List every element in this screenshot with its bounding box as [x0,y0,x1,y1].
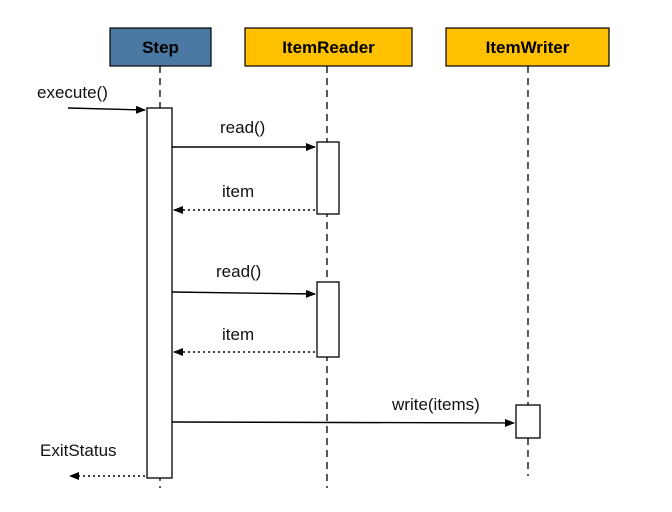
message-read-2-label: read() [216,262,261,281]
participant-itemwriter-box [445,27,610,67]
message-write-arrow [171,418,515,427]
message-exitstatus: ExitStatus [40,441,145,480]
message-item-2-label: item [222,325,254,344]
message-read-1: read() [172,118,316,151]
participant-itemwriter: ItemWriter [445,27,610,67]
participant-itemreader-label: ItemReader [282,38,375,57]
message-item-2: item [173,325,315,356]
step-activation-bar [146,107,173,479]
message-write: write(items) [171,395,515,427]
message-exitstatus-label: ExitStatus [40,441,117,460]
participant-itemreader-box [244,27,413,67]
itemreader-activation-bar-2 [316,281,340,358]
participant-step-label: Step [142,38,179,57]
message-read-1-label: read() [220,118,265,137]
message-item-1-label: item [222,182,254,201]
message-execute: execute() [37,83,146,114]
participant-itemreader: ItemReader [244,27,413,67]
message-execute-label: execute() [37,83,108,102]
message-execute-arrow [67,105,146,114]
itemreader-activation-bar-1 [316,141,340,215]
participant-step-box [109,27,212,67]
itemwriter-activation-bar [515,404,541,439]
message-read-2: read() [171,262,316,298]
message-read-2-arrow [171,289,316,298]
message-write-label: write(items) [391,395,480,414]
message-item-1: item [173,182,315,214]
participant-itemwriter-label: ItemWriter [486,38,570,57]
participant-step: Step [109,27,212,67]
